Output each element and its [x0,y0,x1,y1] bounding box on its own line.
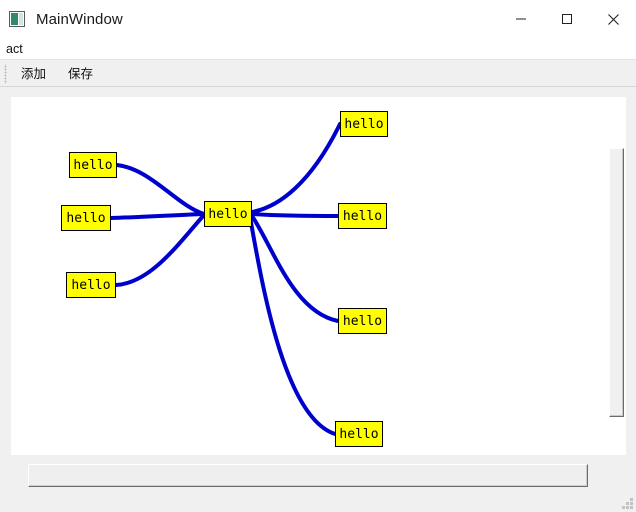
graph-canvas[interactable]: hello hello hello hello hello hello hello hello [11,97,607,455]
graph-node-root[interactable]: hello [204,201,252,227]
tool-bar: 添加 保存 [0,61,636,87]
toolbar-button-save[interactable]: 保存 [68,66,94,81]
graph-node-l3[interactable]: hello [66,272,116,298]
graph-edge [109,212,206,220]
graph-node-r1[interactable]: hello [340,111,388,137]
graph-edge [114,213,206,287]
graph-node-l1[interactable]: hello [69,152,117,178]
horizontal-scrollbar[interactable] [11,455,607,487]
graph-node-label: hello [344,116,384,132]
graph-edge [250,122,342,214]
maximize-icon [562,14,572,24]
vertical-scrollbar-thumb[interactable] [609,148,624,417]
menu-item-act[interactable]: act [6,41,23,56]
graph-node-r4[interactable]: hello [335,421,383,447]
app-window-icon [9,11,25,27]
graph-edge [250,212,340,218]
graph-node-label: hello [208,206,248,222]
maximize-button[interactable] [544,0,590,38]
resize-grip[interactable] [620,496,633,509]
graph-edge [115,163,206,216]
vertical-scrollbar[interactable] [607,97,626,455]
graph-node-label: hello [71,277,111,293]
graph-edge [248,215,337,436]
graph-node-r2[interactable]: hello [338,203,387,229]
graph-node-label: hello [66,210,106,226]
title-bar[interactable]: MainWindow [0,0,636,38]
toolbar-drag-handle-icon[interactable] [2,63,10,84]
window-controls [498,0,636,38]
minimize-icon [516,18,526,20]
graph-node-label: hello [73,157,113,173]
close-button[interactable] [590,0,636,38]
graph-node-label: hello [342,313,383,329]
toolbar-button-add[interactable]: 添加 [21,66,47,81]
graph-edges-layer [109,122,342,436]
menu-bar: act [0,38,636,60]
graph-node-r3[interactable]: hello [338,308,387,334]
graph-frame: hello hello hello hello hello hello hello hello [11,97,626,487]
close-icon [607,13,619,25]
graph-node-label: hello [339,426,379,442]
window-title: MainWindow [36,10,123,28]
horizontal-scrollbar-thumb[interactable] [28,464,588,487]
graph-node-l2[interactable]: hello [61,205,111,231]
graph-edge [250,214,340,323]
minimize-button[interactable] [498,0,544,38]
graph-node-label: hello [342,208,383,224]
